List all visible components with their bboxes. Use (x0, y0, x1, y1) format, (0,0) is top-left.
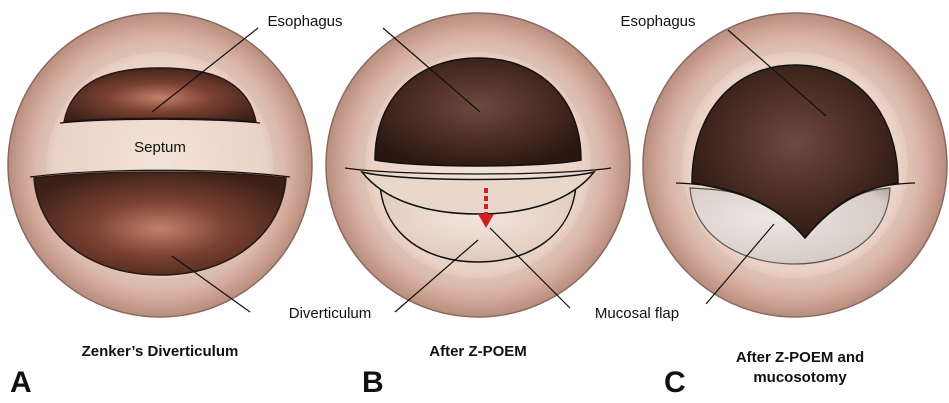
panel-a-illustration (8, 13, 312, 317)
label-mucosal-flap: Mucosal flap (595, 305, 679, 322)
label-esophagus-c: Esophagus (620, 13, 695, 30)
panel-letter-a: A (10, 366, 32, 399)
panel-c-illustration (643, 13, 947, 317)
caption-panel-b: After Z-POEM (429, 343, 527, 360)
caption-panel-c-line2: mucosotomy (753, 369, 847, 386)
panel-letter-b: B (362, 366, 384, 399)
panel-letter-c: C (664, 366, 686, 399)
caption-panel-a: Zenker’s Diverticulum (82, 343, 239, 360)
label-septum: Septum (134, 139, 186, 156)
caption-panel-c-line1: After Z-POEM and (736, 349, 864, 366)
panel-b-illustration (326, 13, 630, 317)
label-esophagus-top: Esophagus (267, 13, 342, 30)
label-diverticulum: Diverticulum (289, 305, 372, 322)
